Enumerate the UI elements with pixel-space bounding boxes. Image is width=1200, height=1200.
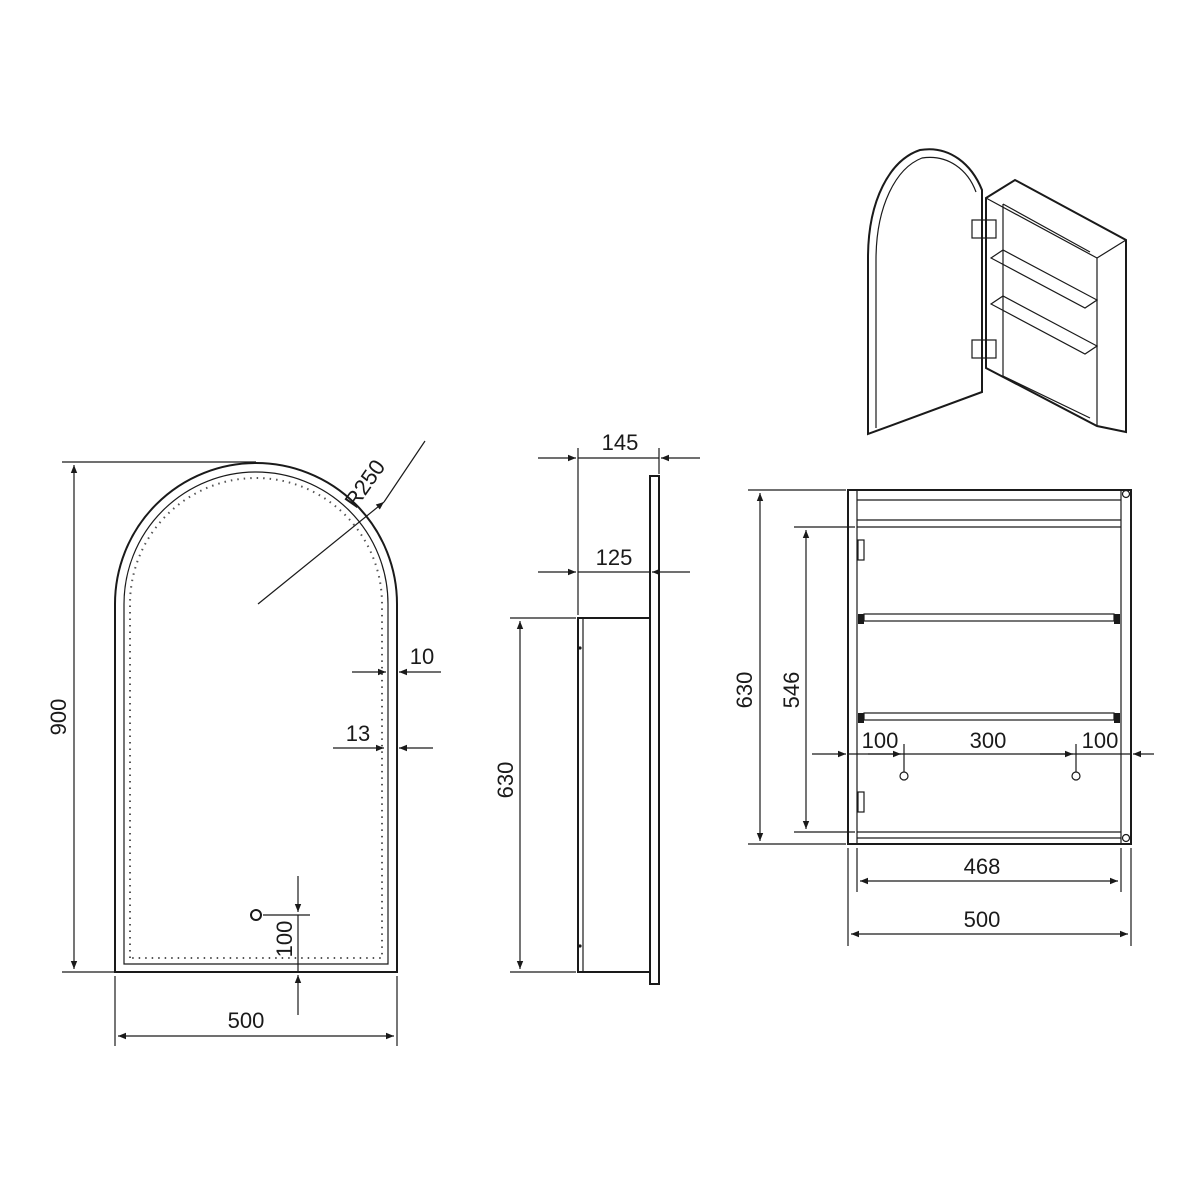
cabinet-box-iso: [985, 178, 1127, 434]
cabinet-top-front-edge: [985, 197, 1098, 259]
hinge-point-bottom: [578, 944, 582, 948]
dim-label-10: 10: [410, 644, 434, 669]
hinge-point-top: [578, 646, 582, 650]
shelf-upper: [863, 613, 1115, 622]
isometric-view: [867, 148, 1127, 436]
touch-sensor-icon: [250, 909, 262, 921]
mirror-frame-inner: [123, 471, 389, 965]
dim-label-height: 900: [46, 699, 71, 736]
mirror-outline-outer: [114, 462, 398, 973]
shelf-pin-ll: [858, 713, 864, 723]
dim-label-100-left: 100: [862, 728, 899, 753]
dim-label-width: 500: [228, 1008, 265, 1033]
dim-label-13: 13: [346, 721, 370, 746]
led-strip: [129, 477, 383, 959]
cabinet-top-right-edge: [1096, 239, 1127, 259]
iso-hinge-top-icon: [971, 219, 997, 239]
cabinet-inner-top: [1002, 203, 1091, 253]
cabinet-inner-bottom: [1002, 375, 1091, 419]
dim-label-125: 125: [596, 545, 633, 570]
iso-hinge-bottom-icon: [971, 339, 997, 359]
dim-label-630-side: 630: [493, 762, 518, 799]
front-view: 900 500 R250 10 13 100: [46, 440, 441, 1046]
iso-shelf-upper: [989, 249, 1099, 309]
iso-shelf-lower: [989, 295, 1099, 355]
shelf-lower: [863, 712, 1115, 721]
dim-label-100-right: 100: [1082, 728, 1119, 753]
back-view: 630 546 100 300 100 468 500: [732, 489, 1154, 946]
shelf-pin-ul: [858, 614, 864, 624]
open-door-edge: [875, 156, 977, 428]
mount-hole-right: [1071, 771, 1081, 781]
radius-leader-ext: [383, 440, 426, 503]
hinge-top-icon: [857, 539, 865, 561]
dim-label-sensor: 100: [272, 921, 297, 958]
cabinet-outline-front: [847, 489, 1132, 845]
mount-hole-left: [899, 771, 909, 781]
corner-screw-bottom: [1121, 833, 1131, 843]
dim-label-145: 145: [602, 430, 639, 455]
radius-leader: [257, 501, 385, 605]
dim-label-630-back: 630: [732, 672, 757, 709]
corner-screw-top: [1121, 489, 1131, 499]
dim-label-300: 300: [970, 728, 1007, 753]
dim-label-500-back: 500: [964, 907, 1001, 932]
shelf-pin-lr: [1114, 713, 1120, 723]
dim-label-468: 468: [964, 854, 1001, 879]
dim-label-546: 546: [779, 672, 804, 709]
cabinet-body-side: [577, 617, 651, 973]
mirror-panel-side: [649, 475, 660, 985]
side-view: 145 125 630: [493, 430, 700, 985]
open-door-outline: [867, 148, 983, 436]
hinge-bottom-icon: [857, 791, 865, 813]
shelf-pin-ur: [1114, 614, 1120, 624]
